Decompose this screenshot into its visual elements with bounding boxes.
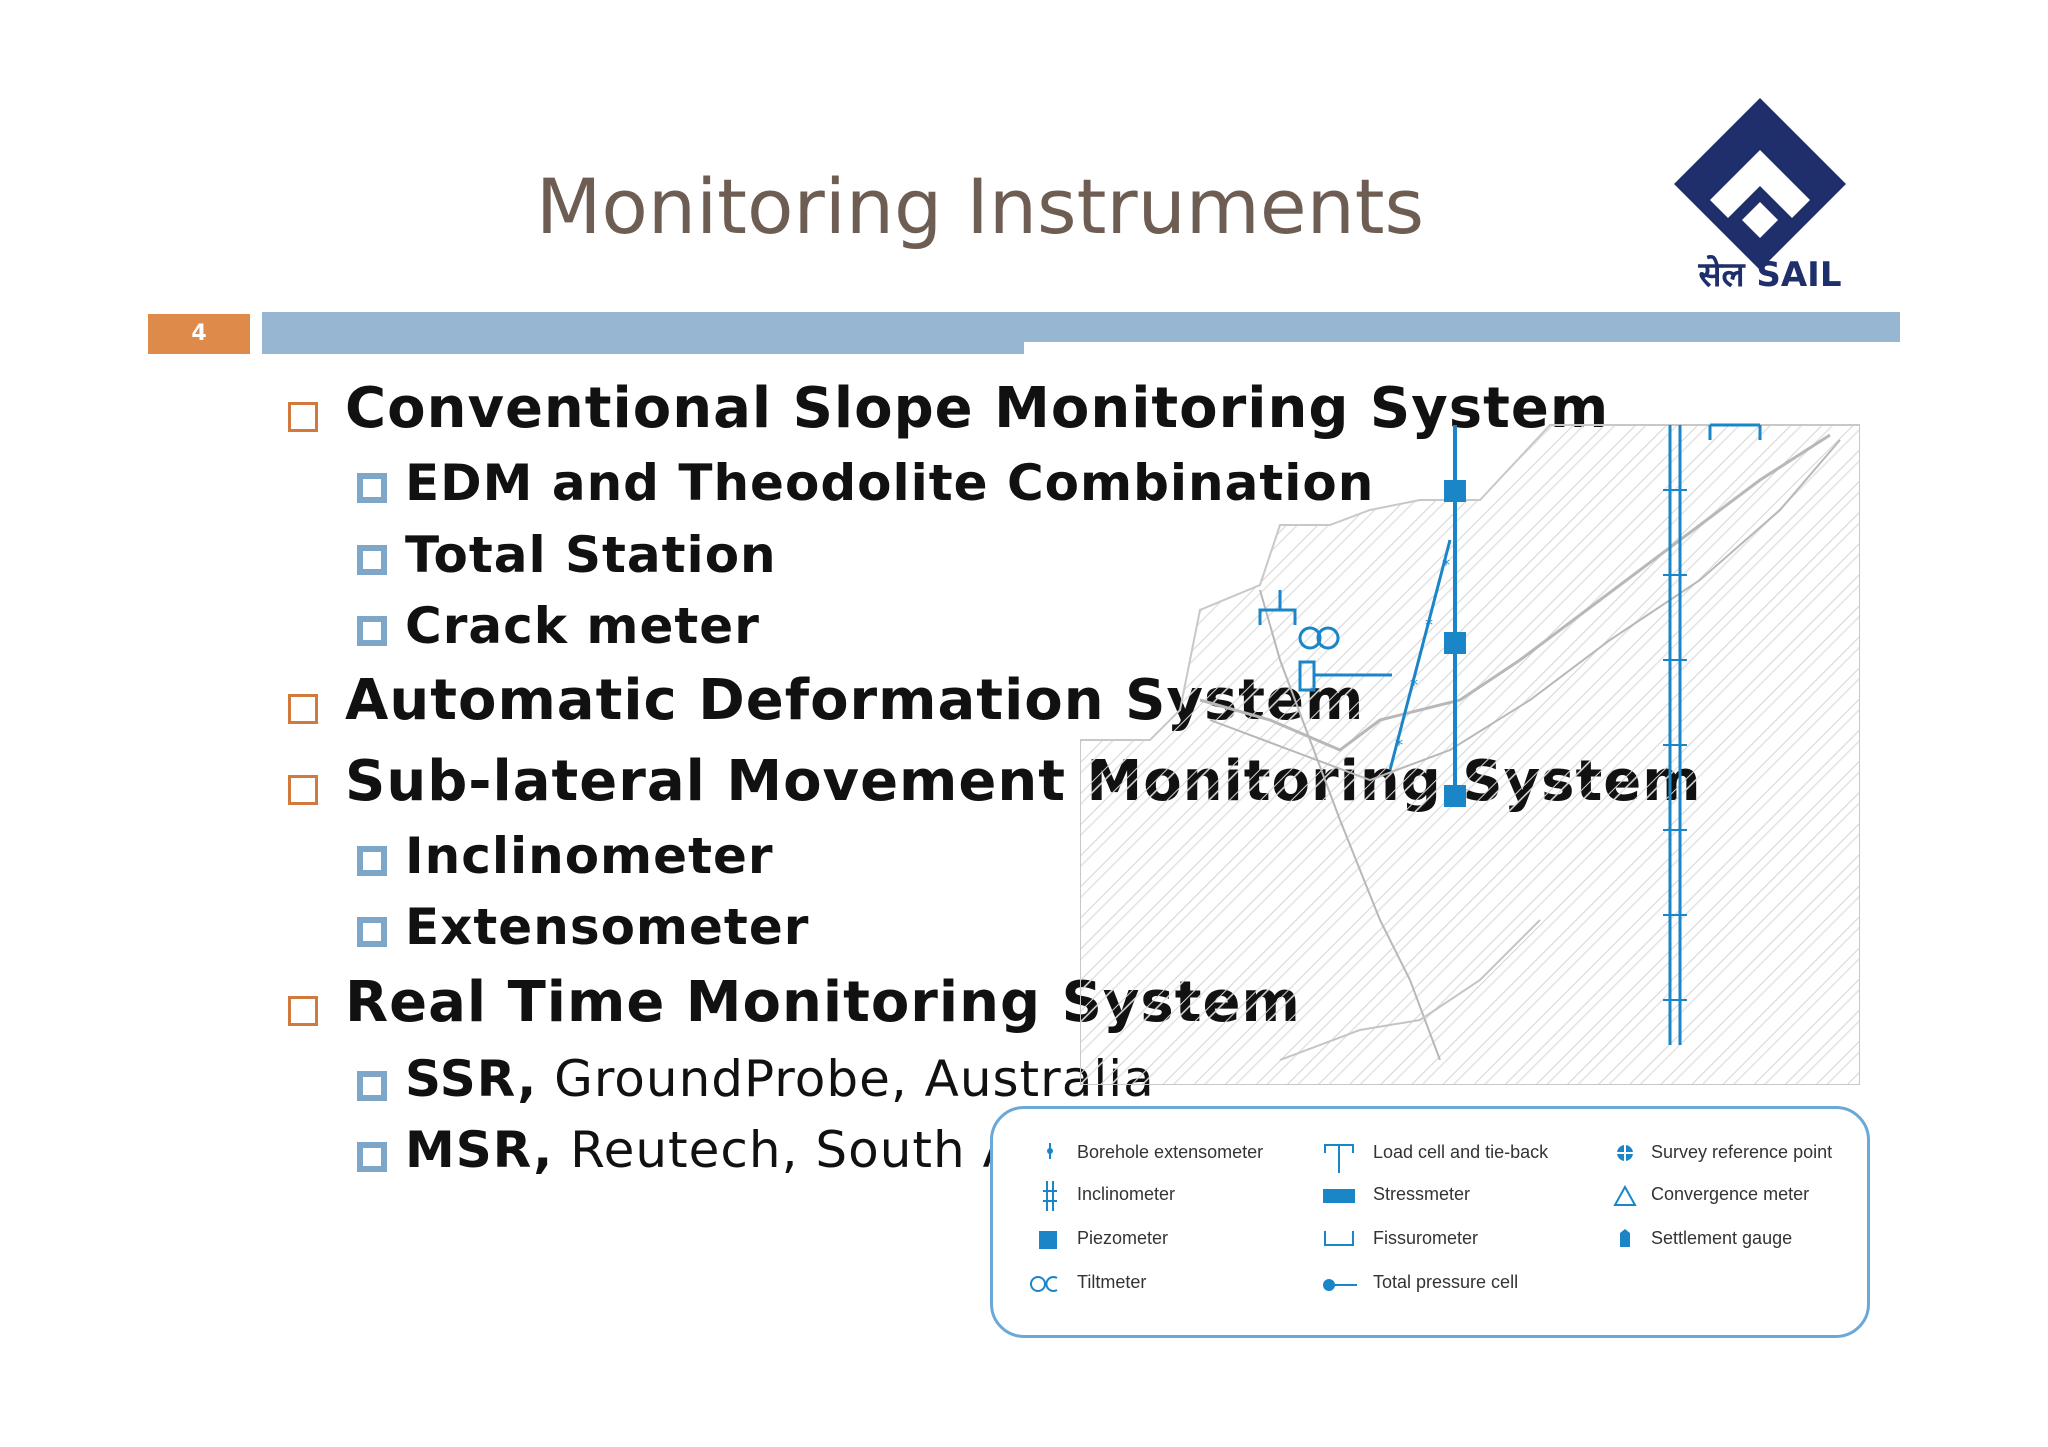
svg-text:*: *	[1442, 555, 1450, 574]
piezometer-icon	[1039, 1231, 1057, 1249]
sail-logo-icon	[1674, 98, 1846, 270]
sub-bullet-box-icon	[357, 545, 387, 575]
sub-bullet: Inclinometer	[405, 827, 774, 885]
svg-text:*: *	[1410, 675, 1418, 694]
header-bar-accent	[262, 340, 1024, 354]
bullet-box-icon	[288, 694, 318, 724]
legend-label: Total pressure cell	[1373, 1272, 1519, 1292]
sub-bullet: Extensometer	[405, 898, 810, 956]
legend-label: Stressmeter	[1373, 1184, 1471, 1204]
sub-bullet-box-icon	[357, 616, 387, 646]
header-bar	[262, 312, 1900, 342]
sub-bullet: EDM and Theodolite Combination	[405, 454, 1375, 512]
sub-bullet-box-icon	[357, 1142, 387, 1172]
legend-label: Tiltmeter	[1077, 1272, 1147, 1292]
slide-number: 4	[148, 314, 250, 354]
sub-bullet: SSR, GroundProbe, Australia	[405, 1050, 1155, 1108]
pressure-cell-icon	[1321, 1277, 1357, 1297]
settlement-gauge-icon	[1617, 1227, 1633, 1253]
svg-text:*: *	[1395, 735, 1403, 754]
logo-text: सेल SAIL	[1698, 255, 1842, 295]
sub-bullet: Total Station	[405, 526, 777, 584]
bullet-box-icon	[288, 402, 318, 432]
survey-reference-icon	[1615, 1143, 1635, 1167]
sub-bullet: Crack meter	[405, 597, 760, 655]
legend-label: Piezometer	[1077, 1228, 1169, 1248]
bullet-heading: Conventional Slope Monitoring System	[345, 376, 1610, 441]
load-cell-icon	[1323, 1143, 1355, 1177]
legend-label: Survey reference point	[1651, 1142, 1833, 1162]
legend-label: Load cell and tie-back	[1373, 1142, 1549, 1162]
slope-monitoring-illustration: * * * *	[1080, 423, 1860, 1085]
inclinometer-icon	[1041, 1181, 1059, 1215]
sub-bullet-box-icon	[357, 846, 387, 876]
svg-text:*: *	[1425, 615, 1433, 634]
bullet-box-icon	[288, 775, 318, 805]
sub-bullet-box-icon	[357, 917, 387, 947]
convergence-meter-icon	[1613, 1184, 1637, 1211]
legend-label: Inclinometer	[1077, 1184, 1176, 1204]
legend-label: Convergence meter	[1651, 1184, 1810, 1204]
sub-bullet-box-icon	[357, 473, 387, 503]
tiltmeter-icon	[1029, 1275, 1061, 1297]
legend-label: Settlement gauge	[1651, 1228, 1793, 1248]
legend-label: Borehole extensometer	[1077, 1142, 1264, 1162]
borehole-extensometer-icon	[1045, 1143, 1055, 1159]
slide-title: Monitoring Instruments	[535, 162, 1425, 251]
legend-label: Fissurometer	[1373, 1228, 1479, 1248]
stressmeter-icon	[1323, 1189, 1355, 1203]
sub-bullet-box-icon	[357, 1071, 387, 1101]
bullet-box-icon	[288, 996, 318, 1026]
fissurometer-icon	[1323, 1229, 1355, 1251]
instrument-legend: Borehole extensometer Inclinometer Piezo…	[990, 1106, 1870, 1338]
